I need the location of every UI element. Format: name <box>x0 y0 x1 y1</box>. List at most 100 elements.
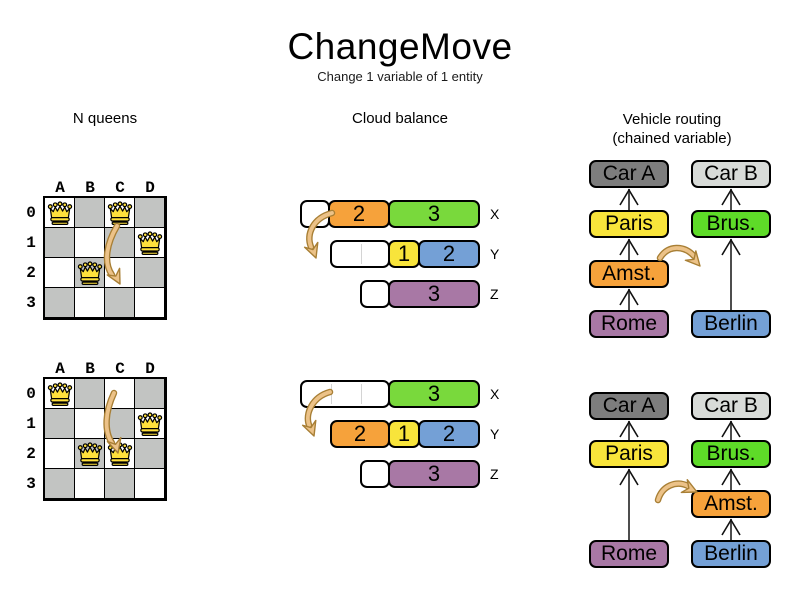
chain-link-arrowhead <box>619 468 639 486</box>
board-cell-D0 <box>135 379 165 409</box>
board-row-label: 2 <box>26 445 36 463</box>
board-column-label: B <box>85 360 95 378</box>
queen-piece <box>136 410 164 438</box>
vehicle-node-brus: Brus. <box>691 210 771 238</box>
board-cell-C2 <box>105 258 135 288</box>
board-cell-B1 <box>75 228 105 258</box>
move-arrow-vehicle-after <box>656 481 690 502</box>
cloud-empty-slot <box>300 200 330 228</box>
vehicle-node-berlin: Berlin <box>691 540 771 568</box>
board-row-label: 3 <box>26 294 36 312</box>
vehicle-node-berlin: Berlin <box>691 310 771 338</box>
board-row-label: 0 <box>26 385 36 403</box>
board-cell-A1 <box>45 228 75 258</box>
move-arrow-vehicle-before <box>658 246 696 260</box>
queen-piece <box>76 259 104 287</box>
queen-crown-icon <box>47 201 73 225</box>
vehicle-node-carB: Car B <box>691 160 771 188</box>
chessboard-after <box>43 377 167 501</box>
board-cell-C1 <box>105 228 135 258</box>
cloud-empty-slot <box>300 380 390 408</box>
cloud-process-yellow: 1 <box>388 420 420 448</box>
chain-link-arrowhead <box>721 238 741 256</box>
board-cell-C0 <box>105 379 135 409</box>
vehicle-node-paris: Paris <box>589 210 669 238</box>
chain-link-arrowhead <box>619 238 639 256</box>
board-column-label: A <box>55 360 65 378</box>
queen-piece <box>46 199 74 227</box>
column-header-nqueens: N queens <box>72 110 138 127</box>
board-row-label: 3 <box>26 475 36 493</box>
queen-piece <box>106 440 134 468</box>
queen-piece <box>106 199 134 227</box>
board-cell-B3 <box>75 469 105 499</box>
chain-link-arrowhead <box>721 468 741 486</box>
vehicle-node-carB: Car B <box>691 392 771 420</box>
cloud-computer-label: X <box>490 386 500 402</box>
board-cell-C3 <box>105 288 135 318</box>
cloud-empty-slot <box>360 460 390 488</box>
board-cell-A3 <box>45 469 75 499</box>
queen-piece <box>76 440 104 468</box>
queen-crown-icon <box>107 201 133 225</box>
board-row-label: 1 <box>26 415 36 433</box>
board-cell-B1 <box>75 409 105 439</box>
cloud-computer-label: Y <box>490 426 500 442</box>
vehicle-node-carA: Car A <box>589 160 669 188</box>
column-header-cloud-balance: Cloud balance <box>352 110 448 127</box>
board-row-label: 2 <box>26 264 36 282</box>
cloud-process-green: 3 <box>388 380 480 408</box>
cloud-process-orange: 2 <box>330 420 390 448</box>
board-cell-B0 <box>75 198 105 228</box>
board-column-label: C <box>115 179 125 197</box>
move-arrow-cloud-before-head <box>303 241 319 259</box>
cloud-process-blue: 2 <box>418 420 480 448</box>
vehicle-node-rome: Rome <box>589 540 669 568</box>
board-column-label: B <box>85 179 95 197</box>
board-column-label: A <box>55 179 65 197</box>
board-cell-D3 <box>135 288 165 318</box>
move-arrow-vehicle-before-outline <box>656 244 698 262</box>
board-column-label: D <box>145 179 155 197</box>
cloud-process-purple: 3 <box>388 280 480 308</box>
vehicle-header-line1: Vehicle routing <box>622 111 722 128</box>
queen-crown-icon <box>137 231 163 255</box>
move-arrow-cloud-after-head <box>301 419 317 437</box>
board-column-label: C <box>115 360 125 378</box>
board-cell-B3 <box>75 288 105 318</box>
cloud-process-orange: 2 <box>328 200 390 228</box>
queen-crown-icon <box>137 412 163 436</box>
column-header-vehicle-routing: Vehicle routing (chained variable) <box>582 110 762 148</box>
cloud-empty-slot <box>360 280 390 308</box>
cloud-empty-slot <box>330 240 390 268</box>
board-row-label: 0 <box>26 204 36 222</box>
vehicle-node-rome: Rome <box>589 310 669 338</box>
board-cell-A1 <box>45 409 75 439</box>
cloud-process-blue: 2 <box>418 240 480 268</box>
chain-link-arrowhead <box>619 188 639 206</box>
board-cell-C1 <box>105 409 135 439</box>
capacity-divider <box>331 384 332 404</box>
move-arrow-vehicle-after-outline <box>654 480 692 504</box>
queen-crown-icon <box>77 442 103 466</box>
vehicle-node-carA: Car A <box>589 392 669 420</box>
capacity-divider <box>361 244 362 264</box>
vehicle-node-amst: Amst. <box>691 490 771 518</box>
move-arrow-vehicle-before-head <box>684 250 701 267</box>
cloud-process-yellow: 1 <box>388 240 420 268</box>
board-cell-D3 <box>135 469 165 499</box>
board-cell-D0 <box>135 198 165 228</box>
queen-crown-icon <box>77 261 103 285</box>
queen-crown-icon <box>47 382 73 406</box>
page-subtitle: Change 1 variable of 1 entity <box>317 69 483 84</box>
cloud-computer-label: X <box>490 206 500 222</box>
board-cell-C3 <box>105 469 135 499</box>
cloud-computer-label: Z <box>490 466 499 482</box>
board-cell-B0 <box>75 379 105 409</box>
board-cell-D2 <box>135 258 165 288</box>
cloud-process-green: 3 <box>388 200 480 228</box>
queen-piece <box>136 229 164 257</box>
capacity-divider <box>361 384 362 404</box>
board-cell-A2 <box>45 258 75 288</box>
